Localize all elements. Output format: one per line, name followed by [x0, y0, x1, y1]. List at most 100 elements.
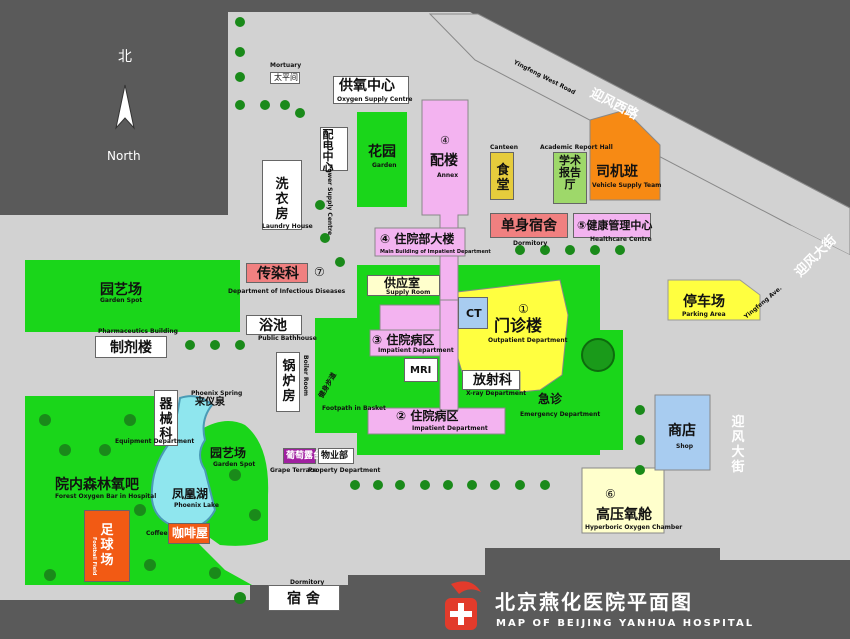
- infectious-num: ⑦: [314, 265, 325, 279]
- infectious-en: Department of Infectious Diseases: [228, 288, 346, 295]
- garden-spot-2-en: Garden Spot: [213, 461, 256, 468]
- power-zh: 配电中心: [322, 128, 334, 174]
- academic-en: Academic Report Hall: [540, 144, 613, 151]
- infectious-box: 传染科: [246, 263, 308, 283]
- shop-zh: 商店: [668, 423, 696, 439]
- phoenix-spring-en: Phoenix Spring: [191, 390, 243, 397]
- inpatient-3-en: Impatient Department: [378, 347, 454, 354]
- academic-zh: 学术报告厅: [559, 154, 581, 191]
- bathhouse-en: Public Bathhouse: [258, 335, 317, 342]
- inpatient-3-zh: ③ 住院病区: [372, 333, 435, 347]
- coffee-box: 咖啡屋: [168, 523, 210, 544]
- oxygen-en: Oxygen Supply Centre: [337, 96, 413, 103]
- xray-zh: 放射科: [473, 373, 513, 388]
- equipment-zh: 器械科: [159, 397, 173, 442]
- forest-zh: 院内森林氧吧: [55, 477, 139, 493]
- inpatient-3-shape: [369, 329, 446, 357]
- equipment-box: 器械科: [154, 390, 178, 446]
- annex-zh: 配楼: [430, 153, 458, 169]
- hospital-logo: [445, 581, 481, 630]
- mortuary-label: Mortuary: [270, 62, 302, 69]
- academic-box: 学术报告厅: [553, 152, 587, 204]
- inpatient-2-en: Impatient Department: [412, 425, 488, 432]
- outpatient-en: Outpatient Department: [488, 337, 568, 344]
- grape-terrace-zh: 葡萄露台: [286, 451, 323, 461]
- canteen-zh: 食堂: [496, 163, 510, 193]
- outpatient-zh: 门诊楼: [494, 316, 543, 335]
- boiler-box: 锅炉房: [276, 352, 300, 412]
- shop-en: Shop: [676, 443, 694, 450]
- xray-box: 放射科: [462, 370, 520, 390]
- laundry-box: 洗衣房: [262, 160, 302, 230]
- inpatient-2-shape: [367, 407, 506, 435]
- healthcare-en: Healthcare Centre: [590, 236, 652, 243]
- supply-room-pink: [379, 304, 443, 331]
- football-en: Football Field: [91, 537, 97, 576]
- pharma-zh: 制剂楼: [110, 340, 152, 356]
- coffee-zh: 咖啡屋: [172, 526, 209, 540]
- dormitory-en: Dormitory: [513, 240, 548, 247]
- garden-green: [357, 112, 407, 207]
- vehicle-zh: 司机班: [596, 164, 638, 180]
- main-inpatient-shape: [374, 227, 466, 257]
- phoenix-lake-en: Phoenix Lake: [174, 502, 219, 509]
- compass-north-zh: 北: [118, 49, 132, 65]
- garden-en: Garden: [372, 162, 397, 169]
- hyperbaric-num: ⑥: [605, 487, 616, 501]
- laundry-zh: 洗衣房: [275, 177, 289, 222]
- footpath-en: Footpath in Basket: [322, 405, 386, 412]
- dormitory-2-zh: 宿 舍: [287, 591, 320, 607]
- power-supply-box: 配电中心 Power Supply Centre: [320, 127, 348, 235]
- laundry-en: Laundry House: [262, 223, 313, 230]
- garden-spot-area: [25, 260, 240, 332]
- football-box: 足球场 Football Field: [84, 510, 130, 582]
- bathhouse-zh: 浴池: [259, 318, 287, 334]
- property-en: Property Department: [308, 467, 381, 474]
- compass-arrow: [115, 84, 135, 130]
- canteen-en: Canteen: [490, 144, 519, 151]
- inpatient-link-shape: [439, 299, 459, 411]
- property-box: 物业部: [318, 448, 354, 464]
- inpatient-2-zh: ② 住院病区: [396, 409, 459, 423]
- grape-terrace-box: 葡萄露台: [283, 448, 322, 464]
- compass-north-en: North: [107, 149, 141, 163]
- mortuary-box: 太平间: [270, 72, 300, 84]
- power-en: Power Supply Centre: [326, 164, 333, 236]
- vehicle-shape: [589, 109, 661, 201]
- ct-box: CT: [458, 297, 488, 329]
- pharma-box: 制剂楼: [95, 336, 167, 358]
- supply-room-box: 供应室 Supply Room: [367, 275, 440, 296]
- main-inpatient-zh: ④ 住院部大楼: [380, 232, 455, 246]
- mri-label: MRI: [410, 365, 432, 376]
- dormitory-zh: 单身宿舍: [501, 218, 557, 234]
- parking-area-shape: [667, 279, 761, 321]
- equipment-en: Equipment Department: [115, 438, 195, 445]
- map-title-en: MAP OF BEIJING YANHUA HOSPITAL: [496, 618, 755, 629]
- dormitory-2-box: 宿 舍: [268, 585, 340, 611]
- yingfeng-avenue: [745, 225, 850, 360]
- garden-spot-2-zh: 园艺场: [210, 446, 247, 460]
- map-title: 北京燕化医院平面图: [495, 590, 693, 614]
- ct-label: CT: [466, 307, 482, 320]
- garden-spot-1-zh: 园艺场: [100, 282, 142, 298]
- healthcare-zh: ⑤健康管理中心: [577, 219, 653, 232]
- property-zh: 物业部: [321, 451, 349, 461]
- dormitory-box: 单身宿舍: [490, 213, 568, 238]
- garden-spot-1-en: Garden Spot: [100, 297, 143, 304]
- main-inpatient-en: Main Building of Impatient Department: [380, 249, 491, 255]
- grape-terrace-en: Grape Terrace: [270, 467, 318, 474]
- mri-box: MRI: [404, 358, 438, 382]
- coffee-en: Coffee: [146, 530, 168, 537]
- canteen-box: 食堂: [490, 152, 514, 200]
- vehicle-en: Vehicle Supply Team: [592, 182, 662, 189]
- healthcare-box: ⑤健康管理中心: [573, 213, 653, 238]
- trees: [39, 17, 645, 604]
- supply-room-zh: 供应室: [384, 276, 421, 290]
- forest-area: [25, 396, 252, 585]
- hyperbaric-en: Hyperboric Oxygen Chamber: [585, 524, 683, 531]
- emergency-en: Emergency Department: [520, 411, 601, 418]
- annex-en: Annex: [437, 172, 459, 179]
- yingfeng-street-zh: 迎风大街: [731, 415, 745, 475]
